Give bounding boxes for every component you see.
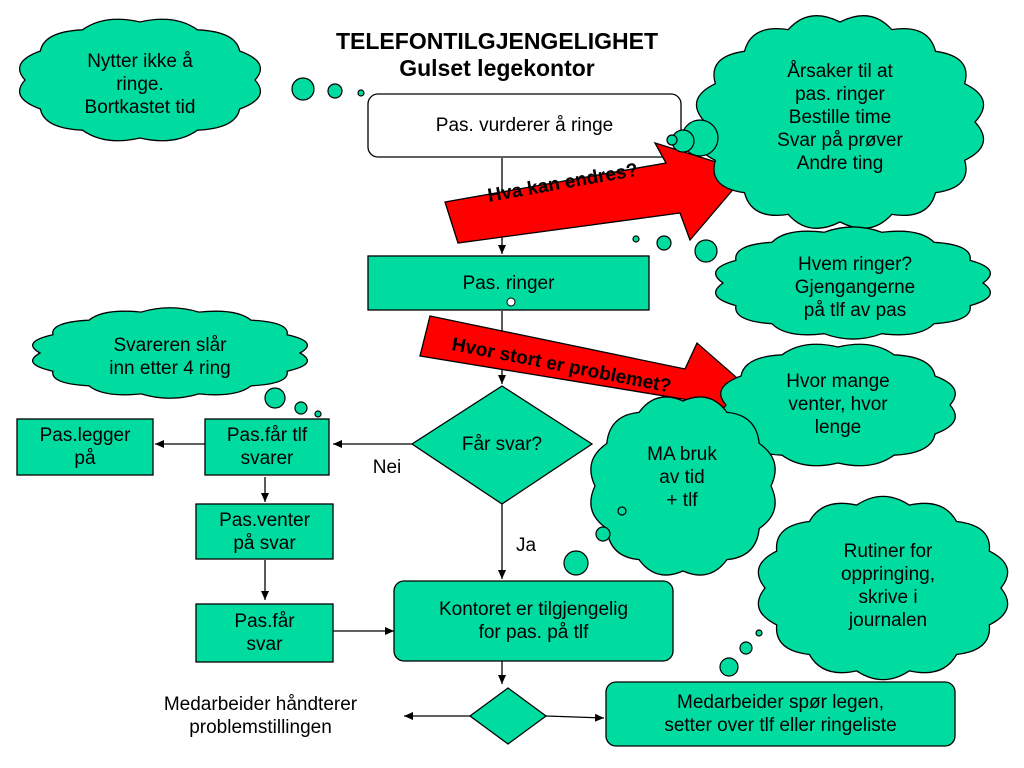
bubble [617,506,627,516]
text-line: Svareren slår [113,335,227,356]
cloud-nytter-ikke [18,18,262,142]
text-line: Nytter ikke å [87,51,193,72]
text-line: Hvor mange [786,371,890,392]
label-venter: Pas.venter på svar [196,509,333,555]
label-svar-q: Får svar? [461,434,543,455]
title-line-2: Gulset legekontor [399,55,595,81]
label-medarbeider-legen: Medarbeider spør legen, setter over tlf … [606,691,955,737]
box-faar-svar [195,603,334,663]
bubble [595,526,611,542]
bubble [563,550,589,576]
box-venter [195,503,334,560]
cloud-hvor-mange [720,343,956,467]
connectors [155,158,605,722]
text-line: Årsaker til at [787,61,893,82]
text-line: Kontoret er tilgjengelig [438,599,629,620]
text-line: svarer [240,448,294,469]
cloud-text-hvor-mange: Hvor mange venter, hvor lenge [738,370,938,439]
box-legger-paa [16,418,154,476]
cloud-rutiner [757,495,1009,681]
box-faar-tlf-svarer [204,418,330,476]
page-title: TELEFONTILGJENGELIGHET Gulset legekontor [282,28,712,82]
bubble [294,401,308,415]
bubble [632,235,640,243]
bubble [666,134,678,146]
label-ringer: Pas. ringer [462,273,555,294]
text-line: ringe. [116,74,164,95]
bubble [694,239,718,263]
text-line: Medarbeider spør legen, [677,692,884,713]
clouds [18,15,1009,681]
text-line: problemstillingen [189,717,332,738]
bubble [357,89,365,97]
text-line: lenge [814,417,862,438]
bubble [755,629,763,637]
label-faar-tlf-svarer: Pas.får tlf svarer [205,424,329,470]
text-line: venter, hvor [788,394,888,415]
text-line: Gjengangerne [794,277,916,298]
text-line: for pas. på tlf [478,622,589,643]
bubble [327,83,343,99]
bubble [314,410,322,418]
label-vurderer: Pas. vurderer å ringe [435,115,614,136]
text-line: svar [246,634,283,655]
cloud-text-svareren: Svareren slår inn etter 4 ring [60,334,280,380]
text-line: Bestille time [788,107,892,128]
text-line: Pas.venter [219,510,310,531]
box-kontoret [393,580,674,662]
label-faar-svar: Pas.får svar [196,610,333,656]
cloud-text-ma-bruk: MA bruk av tid + tlf [602,443,762,512]
cloud-text-rutiner: Rutiner for oppringing, skrive i journal… [778,540,998,632]
edge-label-nei: Nei [372,457,402,478]
title-line-1: TELEFONTILGJENGELIGHET [335,28,658,54]
bubble [291,77,315,101]
text-line: oppringing, [840,564,936,585]
cloud-text-nytter-ikke: Nytter ikke å ringe. Bortkastet tid [40,50,240,119]
text-line: Pas.får [234,611,295,632]
label-legger-paa: Pas.legger på [17,424,153,470]
label-kontoret: Kontoret er tilgjengelig for pas. på tlf [394,598,673,644]
arrow-hva-kan-endres [444,141,750,244]
bubble [739,641,753,655]
text-line: Andre ting [796,153,884,174]
text-line: på svar [233,533,296,554]
box-vurderer [367,93,682,158]
text-line: Pas.legger [39,425,131,446]
text-line: Bortkastet tid [84,97,196,118]
cloud-svareren [31,307,309,399]
diamond-bottom [468,687,548,745]
bubble [719,657,739,677]
text-line: + tlf [666,490,698,511]
connector-diamond-right [545,713,605,722]
cloud-text-hvem-ringer: Hvem ringer? Gjengangerne på tlf av pas [745,253,965,322]
cloud-hvem-ringer [714,226,992,340]
box-medarbeider-legen [605,681,956,747]
text-line: pas. ringer [795,84,885,105]
text-line: på [74,448,96,469]
text-line: MA bruk [647,444,717,465]
connector-dot [506,297,516,307]
text-line: skrive i [858,587,918,608]
text-line: Svar på prøver [777,130,903,151]
text-line: Pas.får tlf [226,425,308,446]
text-line: journalen [848,610,928,631]
text-line: på tlf av pas [803,300,907,321]
cloud-ma-bruk [590,396,776,576]
text-line: inn etter 4 ring [109,358,231,379]
text-line: Medarbeider håndterer [163,694,358,715]
cloud-text-arsaker: Årsaker til at pas. ringer Bestille time… [730,60,950,175]
text-medarbeider-handterer: Medarbeider håndterer problemstillingen [128,693,393,739]
thought-bubbles [264,77,763,677]
diamond-svar [410,385,594,505]
edge-label-ja: Ja [515,535,537,556]
text-line: Rutiner for [843,541,933,562]
text-line: Hvem ringer? [797,254,913,275]
text-line: av tid [659,467,705,488]
bubble [656,235,672,251]
bubble [264,387,286,409]
text-line: setter over tlf eller ringeliste [664,715,897,736]
